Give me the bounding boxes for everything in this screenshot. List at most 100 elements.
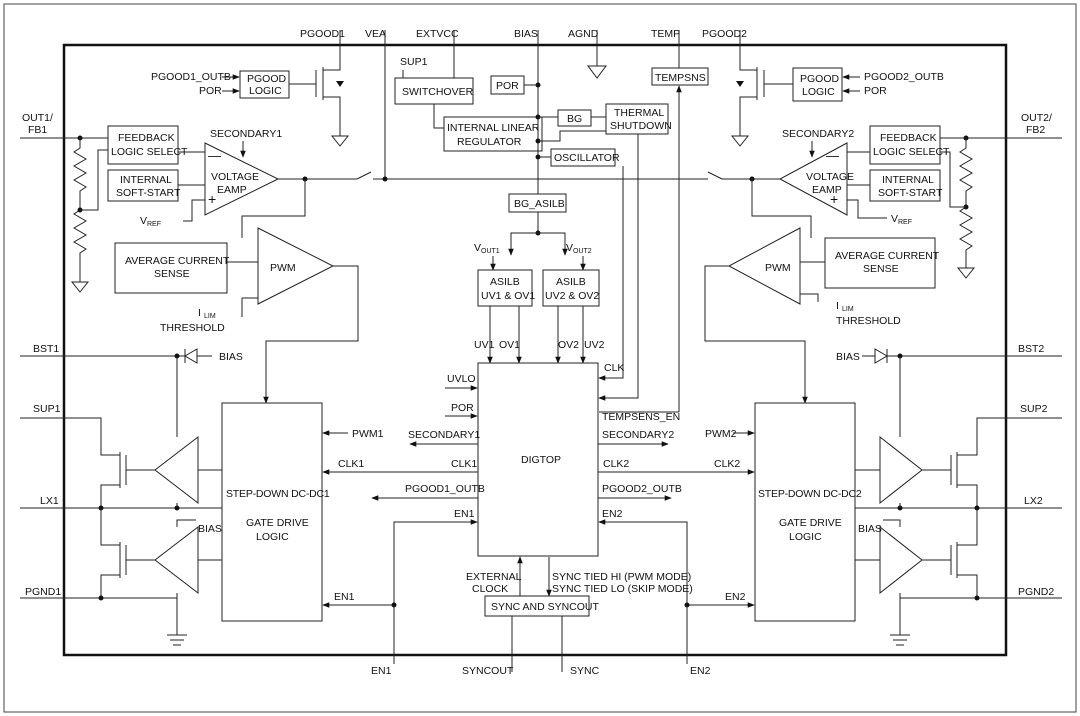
- outer-frame: [3, 3, 1077, 713]
- sync-tied-hi-label: SYNC TIED HI (PWM MODE): [552, 571, 691, 583]
- bias-low1-label: BIAS: [198, 523, 222, 535]
- pgood-logic-right-line1: PGOOD: [800, 73, 840, 85]
- external-clock-line2: CLOCK: [472, 583, 508, 595]
- pwm1-label: PWM1: [352, 428, 384, 440]
- pgood-logic-left: [239, 70, 290, 99]
- por-input-right: POR: [864, 85, 887, 97]
- minus-sign-left: —: [208, 148, 221, 163]
- secondary2-dig-label: SECONDARY2: [602, 429, 674, 441]
- veamp-left-line2: EAMP: [217, 184, 247, 196]
- stepdown1-line1: STEP-DOWN DC-DC1: [226, 488, 330, 500]
- por-block-label: POR: [496, 80, 519, 92]
- internal-linear-regulator-line2: REGULATOR: [457, 136, 522, 148]
- bias-bst1-label: BIAS: [219, 351, 243, 363]
- vref-left: V: [140, 215, 147, 227]
- ov2-label: OV2: [558, 339, 579, 351]
- uv2-label: UV2: [584, 339, 605, 351]
- oscillator-label: OSCILLATOR: [554, 152, 620, 164]
- bottom-pin-labels: EN1 SYNCOUT SYNC EN2: [371, 665, 711, 677]
- sync-tied-lo-label: SYNC TIED LO (SKIP MODE): [552, 583, 693, 595]
- pin-pgood1: PGOOD1: [300, 28, 345, 40]
- clk1-sd-label: CLK1: [338, 458, 364, 470]
- vout2-sub: OUT2: [573, 248, 592, 255]
- vref-left-sub: REF: [147, 221, 161, 228]
- veamp-right-line1: VOLTAGE: [806, 171, 854, 183]
- top-pin-labels: PGOOD1 VEA EXTVCC BIAS AGND TEMP PGOOD2: [300, 28, 747, 40]
- low-side-driver-left: [154, 525, 199, 595]
- clk2-dig-label: CLK2: [603, 458, 629, 470]
- ilim-left: I: [198, 307, 201, 319]
- digtop-block: [477, 362, 599, 557]
- ilim-right-sub: LIM: [842, 306, 854, 313]
- pin-sup2: SUP2: [1020, 403, 1048, 415]
- stepdown1-line3: LOGIC: [256, 531, 289, 543]
- secondary1-label: SECONDARY1: [210, 128, 282, 140]
- internal-linear-regulator-line1: INTERNAL LINEAR: [447, 122, 540, 134]
- internal-soft-start-left: [107, 169, 179, 202]
- pgood-logic-left-line1: PGOOD: [247, 73, 287, 85]
- external-clock-line1: EXTERNAL: [466, 571, 522, 583]
- step-down-dcdc1-block: [221, 402, 323, 622]
- avg-current-right-line1: AVERAGE CURRENT: [835, 250, 940, 262]
- pin-sync: SYNC: [570, 665, 600, 677]
- avg-current-left-line1: AVERAGE CURRENT: [125, 255, 230, 267]
- clk1-dig-label: CLK1: [451, 458, 477, 470]
- pin-lx1: LX1: [40, 495, 59, 507]
- bg-block: [557, 109, 592, 127]
- pgood1-outb-input: PGOOD1_OUTB: [151, 71, 231, 83]
- threshold-right: THRESHOLD: [836, 315, 901, 327]
- stepdown2-line2: GATE DRIVE: [779, 517, 842, 529]
- vout1-label: V: [474, 242, 481, 254]
- high-side-driver-right: [879, 435, 923, 505]
- switchover-label: SWITCHOVER: [402, 86, 474, 98]
- pin-bias-top: BIAS: [514, 28, 538, 40]
- plus-sign-left: +: [208, 191, 216, 207]
- pin-out2-line2: FB2: [1026, 124, 1045, 136]
- vref-right: V: [891, 213, 898, 225]
- pin-bst2: BST2: [1018, 343, 1044, 355]
- asilb2-line1: ASILB: [556, 276, 586, 288]
- veamp-left-line1: VOLTAGE: [211, 171, 259, 183]
- softstart-left-line1: INTERNAL: [120, 174, 172, 186]
- pin-agnd: AGND: [568, 28, 599, 40]
- clk2-sd-label: CLK2: [714, 458, 740, 470]
- stepdown1-line2: GATE DRIVE: [246, 517, 309, 529]
- pin-out1-line1: OUT1/: [22, 112, 53, 124]
- pin-vea: VEA: [365, 28, 386, 40]
- softstart-left-line2: SOFT-START: [116, 187, 181, 199]
- digtop-label: DIGTOP: [521, 454, 561, 466]
- pwm-comparator-left: [257, 227, 335, 305]
- pgood2-outb-input: PGOOD2_OUTB: [864, 71, 944, 83]
- pin-sup1: SUP1: [33, 403, 61, 415]
- stepdown2-line3: LOGIC: [789, 531, 822, 543]
- en1-dig-label: EN1: [454, 508, 475, 520]
- softstart-right-line2: SOFT-START: [878, 187, 943, 199]
- pin-syncout: SYNCOUT: [462, 665, 514, 677]
- en1-sd-label: EN1: [334, 591, 355, 603]
- en2-sd-label: EN2: [725, 591, 746, 603]
- pgood-logic-left-line2: LOGIC: [249, 85, 282, 97]
- plus-sign-right: +: [830, 191, 838, 207]
- bias-low2-label: BIAS: [858, 523, 882, 535]
- pin-out1-line2: FB1: [28, 124, 47, 136]
- asilb1-line2: UV1 & OV1: [481, 290, 535, 302]
- ilim-right: I: [836, 300, 839, 312]
- secondary1-dig-label: SECONDARY1: [408, 429, 480, 441]
- avg-current-right-line2: SENSE: [863, 263, 899, 275]
- veamp-right-line2: EAMP: [812, 184, 842, 196]
- clk-osc-label: CLK: [604, 362, 624, 374]
- thermal-shutdown-line2: SHUTDOWN: [610, 120, 672, 132]
- bias-bst2-label: BIAS: [836, 351, 860, 363]
- bg-asilb-label: BG_ASILB: [514, 198, 565, 210]
- threshold-left: THRESHOLD: [160, 322, 225, 334]
- chip-boundary: [62, 43, 1008, 657]
- internal-linear-regulator-block: [443, 116, 543, 152]
- vref-right-sub: REF: [898, 219, 912, 226]
- pin-out2-line1: OUT2/: [1021, 112, 1052, 124]
- feedback-left-line2: LOGIC SELECT: [111, 146, 188, 158]
- pwm-comparator-right: [727, 227, 801, 305]
- low-side-driver-right: [879, 525, 923, 595]
- pin-pgnd1: PGND1: [25, 586, 61, 598]
- pwm-left-label: PWM: [270, 262, 296, 274]
